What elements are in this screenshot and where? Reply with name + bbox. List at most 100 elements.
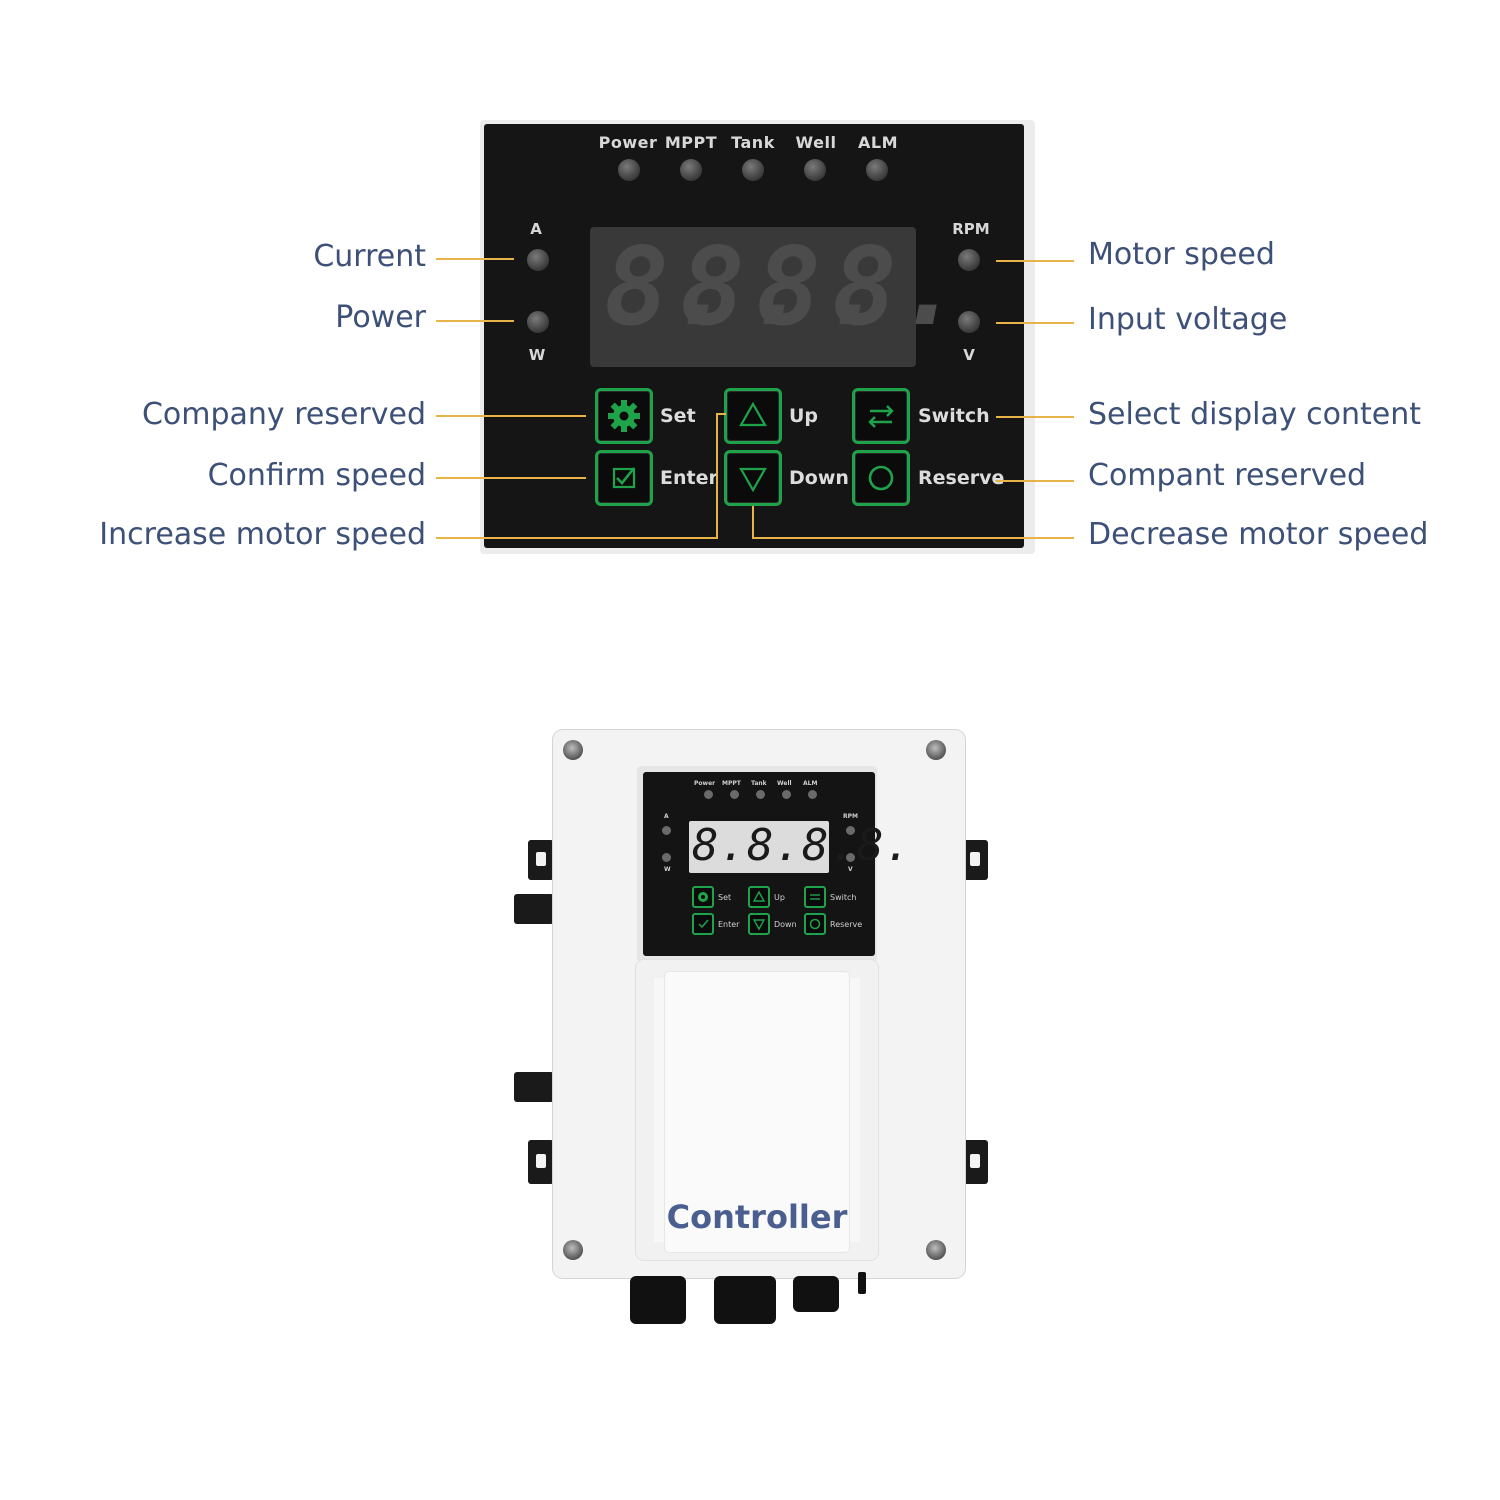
circle-icon (809, 918, 821, 930)
leader-line (716, 413, 718, 539)
switch-button[interactable] (852, 388, 910, 444)
mini-led (782, 790, 791, 799)
mini-led (704, 790, 713, 799)
mini-led (756, 790, 765, 799)
mini-display-digits: 8.8.8.8. (692, 820, 912, 871)
cable-gland (630, 1276, 686, 1324)
mini-switch-label: Switch (830, 893, 857, 902)
callout-current: Current (313, 239, 426, 274)
down-button[interactable] (724, 450, 782, 506)
mini-led (730, 790, 739, 799)
checkbox-icon (698, 919, 709, 929)
indicator-label-tank: Tank (731, 133, 775, 152)
mounting-bracket (514, 894, 554, 924)
display-digit: 8. (756, 225, 887, 350)
callout-select-display: Select display content (1088, 397, 1422, 432)
leader-line (436, 537, 718, 539)
enter-label: Enter (660, 467, 718, 489)
cable-gland (714, 1276, 776, 1324)
set-label: Set (660, 405, 696, 427)
seven-segment-display (590, 227, 916, 367)
mini-led (846, 826, 855, 835)
leader-line (752, 537, 1074, 539)
mini-switch-button[interactable] (804, 886, 826, 908)
leader-line (436, 320, 514, 322)
unit-label-w: W (528, 346, 546, 364)
checkbox-icon (612, 467, 636, 489)
screw (563, 740, 583, 760)
leader-line (716, 413, 726, 415)
mini-set-button[interactable] (692, 886, 714, 908)
screw (926, 740, 946, 760)
mini-set-label: Set (718, 893, 732, 902)
up-label: Up (789, 405, 819, 427)
up-button[interactable] (724, 388, 782, 444)
gear-icon (698, 892, 708, 902)
mini-indicator-label-mppt: MPPT (722, 780, 741, 787)
bracket-hole (536, 852, 546, 866)
led-power-unit (527, 311, 549, 333)
mini-indicator-label-well: Well (777, 780, 792, 787)
callout-input-voltage: Input voltage (1088, 302, 1288, 337)
mini-down-label: Down (774, 920, 797, 929)
led-alm (866, 159, 888, 181)
callout-motor-speed: Motor speed (1088, 237, 1275, 272)
leader-line (996, 480, 1074, 482)
callout-company-reserved: Company reserved (141, 397, 426, 432)
indicator-label-mppt: MPPT (664, 133, 718, 152)
swap-arrows-icon (868, 405, 894, 428)
led-tank (742, 159, 764, 181)
mini-up-button[interactable] (748, 886, 770, 908)
triangle-down-icon (752, 919, 766, 931)
mini-led (846, 853, 855, 862)
display-digit: 8. (680, 225, 811, 350)
switch-label: Switch (918, 405, 990, 427)
bracket-hole (970, 852, 980, 866)
led-motor-speed (958, 249, 980, 271)
mini-indicator-label-tank: Tank (751, 780, 767, 787)
mini-unit-rpm: RPM (843, 813, 858, 820)
display-digit: 8. (832, 225, 963, 350)
screw (926, 1240, 946, 1260)
bracket-hole (970, 1154, 980, 1168)
display-digit: 8. (604, 225, 735, 350)
leader-line (436, 415, 586, 417)
led-mppt (680, 159, 702, 181)
enter-button[interactable] (595, 450, 653, 506)
screw (563, 1240, 583, 1260)
leader-line (996, 322, 1074, 324)
mini-enter-label: Enter (718, 920, 740, 929)
swap-arrows-icon (810, 894, 820, 900)
unit-label-v: V (963, 346, 975, 364)
mini-enter-button[interactable] (692, 913, 714, 935)
mini-unit-v: V (848, 866, 853, 873)
triangle-up-icon (752, 890, 766, 902)
terminal-cover-inset (665, 972, 849, 1252)
unit-label-rpm: RPM (952, 220, 990, 238)
mini-led (808, 790, 817, 799)
led-power (618, 159, 640, 181)
mounting-bracket (514, 1072, 554, 1102)
mini-seven-segment-display (689, 821, 829, 873)
reserve-button[interactable] (852, 450, 910, 506)
callout-confirm-speed: Confirm speed (207, 458, 426, 493)
indicator-label-well: Well (795, 133, 837, 152)
mini-reserve-button[interactable] (804, 913, 826, 935)
mini-indicator-label-alm: ALM (803, 780, 818, 787)
mini-unit-w: W (664, 866, 671, 873)
bracket-hole (536, 1154, 546, 1168)
mini-led (662, 853, 671, 862)
indicator-label-alm: ALM (858, 133, 898, 152)
mini-led (662, 826, 671, 835)
mini-unit-a: A (664, 813, 669, 820)
callout-compant-reserved: Compant reserved (1088, 458, 1367, 493)
mini-down-button[interactable] (748, 913, 770, 935)
set-button[interactable] (595, 388, 653, 444)
triangle-down-icon (739, 467, 767, 493)
triangle-up-icon (739, 401, 767, 427)
callout-decrease-speed: Decrease motor speed (1088, 517, 1429, 552)
unit-label-a: A (530, 220, 542, 238)
cable-gland (793, 1276, 839, 1312)
callout-increase-speed: Increase motor speed (99, 517, 426, 552)
indicator-label-power: Power (598, 133, 658, 152)
